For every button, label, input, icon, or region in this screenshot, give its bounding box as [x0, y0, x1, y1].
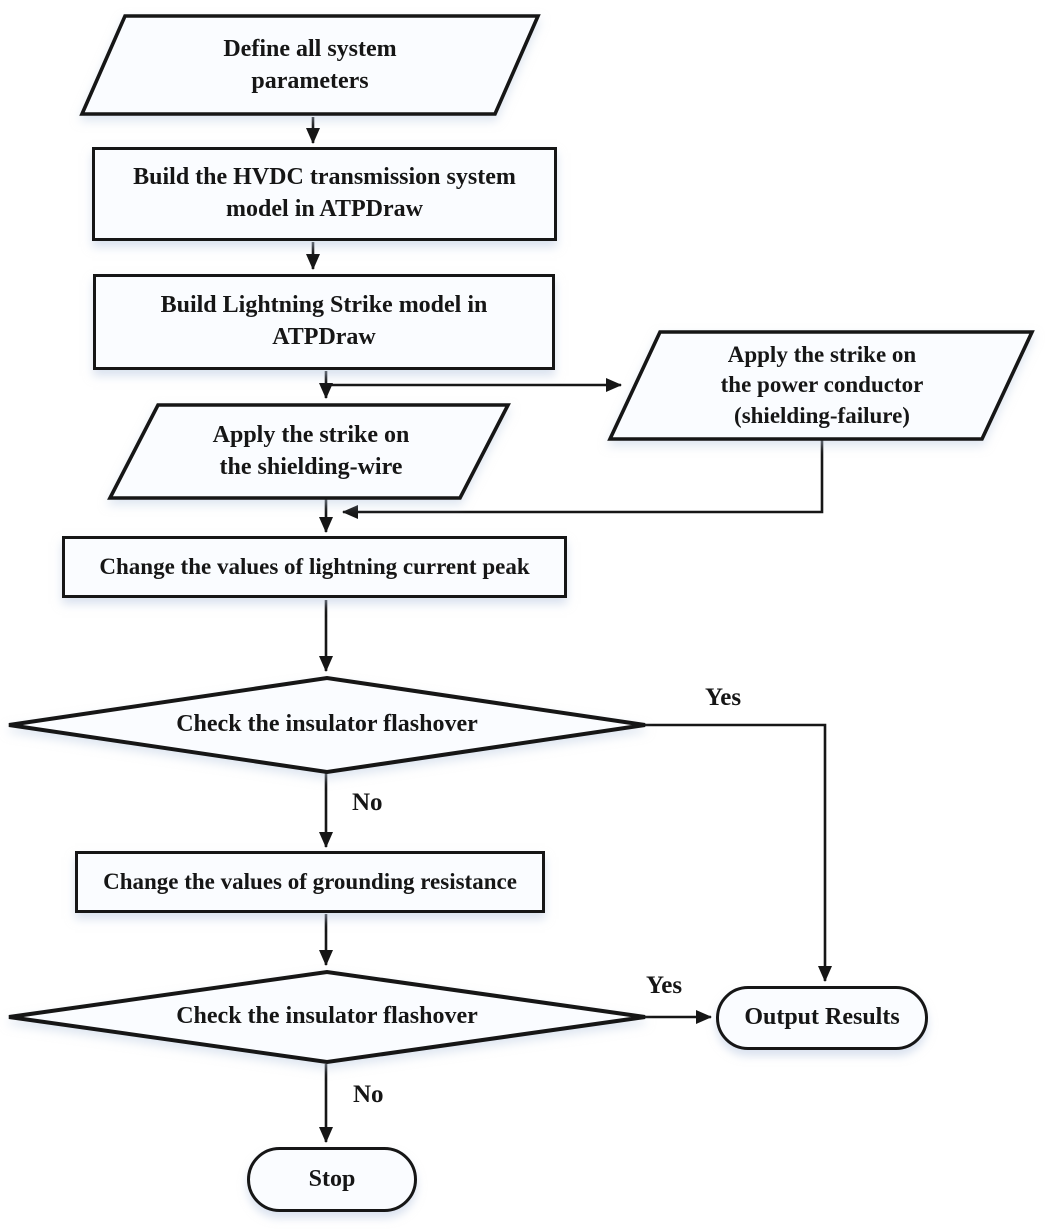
node-check-insulator-flashover-1: Check the insulator flashover — [6, 675, 648, 775]
connector-decision1-yes-to-output — [645, 723, 832, 982]
node-build-hvdc-model: Build the HVDC transmission system model… — [92, 147, 557, 241]
node-label: Change the values of lightning current p… — [99, 553, 530, 579]
node-change-grounding-resistance: Change the values of grounding resistanc… — [75, 851, 545, 913]
edge-label-no-2: No — [353, 1081, 384, 1108]
parallelogram-shape — [607, 330, 1035, 441]
connector-powerconductor-return — [342, 440, 824, 519]
node-label: Define all system parameters — [223, 35, 397, 94]
node-change-lightning-current-peak: Change the values of lightning current p… — [62, 536, 567, 598]
node-label: Stop — [308, 1165, 356, 1192]
node-label: Check the insulator flashover — [176, 711, 478, 738]
edge-label-no-1: No — [352, 789, 383, 816]
node-stop: Stop — [247, 1147, 417, 1212]
node-label: Build the HVDC transmission system model… — [133, 164, 516, 222]
diamond-shape — [8, 969, 646, 1065]
node-label: Output Results — [744, 1004, 900, 1031]
node-label: Change the values of grounding resistanc… — [103, 868, 517, 894]
node-label: Check the insulator flashover — [176, 1003, 478, 1030]
diamond-shape — [8, 675, 646, 775]
node-label: Build Lightning Strike model in ATPDraw — [160, 292, 488, 350]
node-label: Apply the strike on the power conductor … — [720, 341, 924, 428]
edge-label-yes-2: Yes — [646, 972, 683, 999]
parallelogram-shape — [107, 403, 511, 500]
node-apply-strike-power-conductor: Apply the strike on the power conductor … — [606, 329, 1038, 442]
node-output-results: Output Results — [716, 986, 928, 1050]
node-define-system-parameters: Define all system parameters — [79, 14, 541, 117]
node-label: Apply the strike on the shielding-wire — [212, 421, 410, 480]
edge-label-yes-1: Yes — [705, 684, 742, 711]
parallelogram-shape — [79, 14, 541, 116]
node-apply-strike-shielding-wire: Apply the strike on the shielding-wire — [106, 402, 516, 501]
node-check-insulator-flashover-2: Check the insulator flashover — [6, 969, 648, 1065]
node-build-lightning-strike-model: Build Lightning Strike model in ATPDraw — [93, 274, 555, 370]
